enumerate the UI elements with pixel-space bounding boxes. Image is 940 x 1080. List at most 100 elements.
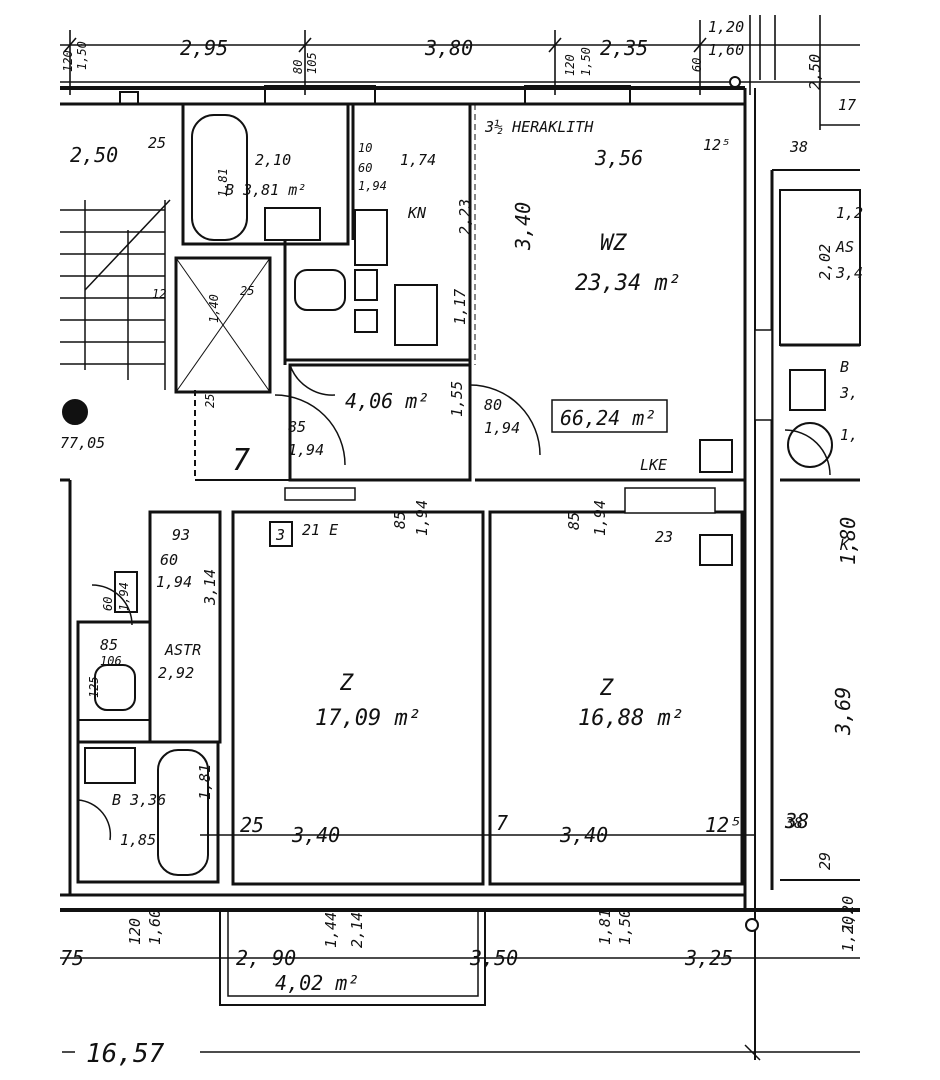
dim-l-185: 1,85: [120, 831, 156, 849]
dim-117: 1,17: [451, 289, 469, 325]
bath-bottom-label: B 3,36: [112, 791, 166, 809]
dim-60: 60: [358, 161, 372, 175]
wz-area: 23,34 m²: [575, 271, 681, 296]
dim-bot-150: 1,50: [616, 909, 634, 945]
dim-l-106: 106: [100, 654, 122, 668]
dim-r-b: B: [840, 358, 849, 376]
dim-194b: 1,94: [288, 441, 324, 459]
dim-38a: 38: [789, 138, 808, 156]
kn-name: KN: [407, 204, 427, 222]
flur-area: 4,06 m²: [345, 389, 429, 413]
dim-top-105: 105: [305, 52, 319, 74]
dim-top-295: 2,95: [180, 36, 228, 60]
dim-r-123: 1,2: [836, 204, 863, 222]
room-number-box: [269, 521, 293, 547]
dim-top-120b: 1,20: [708, 18, 744, 36]
dim-top-120a: 120: [61, 50, 75, 72]
astr-name: ASTR: [164, 641, 201, 659]
dim-356: 3,56: [594, 146, 643, 170]
dim-l-181: 1,81: [196, 764, 214, 800]
dim-l-60b: 60: [101, 597, 115, 611]
heraklith-label: 3½ HERAKLITH: [484, 118, 594, 136]
dim-174: 1,74: [400, 151, 436, 169]
dim-r-120: 1,20: [839, 896, 857, 932]
top-dimension-lines: [60, 15, 860, 130]
room-number-3: 3: [275, 526, 285, 544]
dimension-labels: 2,95 3,80 2,35 120 1,50 80 105 120 1,50 …: [60, 18, 863, 1069]
total-area: 66,24 m²: [560, 406, 656, 430]
dim-bot-214: 2,14: [348, 912, 366, 948]
door-swings: [77, 364, 831, 841]
interior-walls: [76, 102, 861, 1006]
dim-l-93: 93: [172, 526, 190, 544]
dim-b-25: 25: [240, 813, 264, 837]
wz-name: WZ: [600, 231, 627, 256]
dim-top-250: 2,50: [806, 54, 824, 90]
dim-12: 12: [152, 287, 166, 301]
dim-10: 10: [358, 141, 372, 155]
dim-210: 2,10: [255, 151, 291, 169]
dim-r-3: 3,: [839, 384, 858, 402]
dim-top-235: 2,35: [600, 36, 648, 60]
room-21e: 21 E: [302, 521, 338, 539]
dim-r-38b: 38: [784, 814, 803, 832]
dim-194a: 1,94: [358, 179, 387, 193]
dim-b-38: 38: [784, 809, 809, 833]
dim-l-125: 125: [87, 676, 101, 698]
dim-b-7: 7: [496, 811, 508, 835]
neighbor-area: 77,05: [60, 434, 105, 452]
dim-r-17: 17: [838, 96, 856, 114]
dim-bot-181: 1,81: [596, 909, 614, 945]
dim-25b: 25: [240, 284, 254, 298]
dim-r-29: 29: [816, 852, 834, 870]
dim-l-314: 3,14: [201, 569, 219, 606]
dim-top-80: 80: [291, 60, 305, 74]
dim-bot-120b: 1,20: [839, 916, 857, 952]
dim-r-34: 3,4: [835, 264, 863, 282]
dim-140: 1,40: [207, 294, 221, 323]
dim-80: 80: [484, 396, 502, 414]
dim-l-60: 60: [160, 551, 178, 569]
dim-top-160: 1,60: [708, 41, 744, 59]
astr-area: 2,92: [158, 664, 194, 682]
dim-r-369: 3,69: [831, 687, 855, 736]
radiators: [284, 329, 773, 514]
z-right-name: Z: [599, 676, 614, 701]
dim-bot-160: 1,60: [146, 909, 164, 945]
dim-r-as: AS: [835, 238, 854, 256]
dim-d-23: 23: [655, 528, 673, 546]
dim-223: 2,23: [456, 199, 474, 235]
lke-label: LKE: [640, 456, 667, 474]
dim-d-194d: 1,94: [413, 500, 431, 536]
fixtures: [62, 114, 833, 876]
dim-85a: 85: [288, 418, 306, 436]
bath-top-label: B 3,81 m²: [225, 181, 306, 199]
z-left-name: Z: [339, 671, 354, 696]
dim-250: 2,50: [70, 143, 118, 167]
dim-r-1: 1,: [840, 426, 858, 444]
dim-155: 1,55: [448, 381, 466, 417]
dim-total-1657: 16,57: [86, 1039, 165, 1069]
dim-d-85c: 85: [565, 512, 583, 530]
dim-bot-144: 1,44: [322, 912, 340, 948]
dim-r-202: 2,02: [816, 244, 834, 280]
dim-25c: 25: [203, 394, 217, 408]
room-labels: WZ 23,34 m² 66,24 m² KN B 3,81 m² 4,06 m…: [60, 118, 684, 995]
dim-340a: 3,40: [511, 202, 535, 251]
dim-d-85b: 85: [391, 511, 409, 529]
dim-l-194f: 1,94: [117, 582, 131, 611]
dim-top-150b: 1,50: [579, 47, 593, 76]
dim-top-380: 3,80: [424, 36, 473, 60]
z-right-area: 16,88 m²: [578, 706, 684, 731]
dim-total-tick: [744, 1044, 761, 1061]
dim-top-60: 60: [690, 58, 704, 72]
dim-194c: 1,94: [484, 419, 520, 437]
dim-bot-120: 120: [126, 918, 144, 945]
dim-top-120c: 120: [563, 54, 577, 76]
dim-125a: 12⁵: [703, 136, 730, 154]
dim-r-180: 1,80: [836, 517, 860, 565]
dim-b-125: 12⁵: [705, 813, 741, 837]
dim-181: 1,81: [216, 168, 230, 197]
dim-l-194: 1,94: [156, 573, 192, 591]
